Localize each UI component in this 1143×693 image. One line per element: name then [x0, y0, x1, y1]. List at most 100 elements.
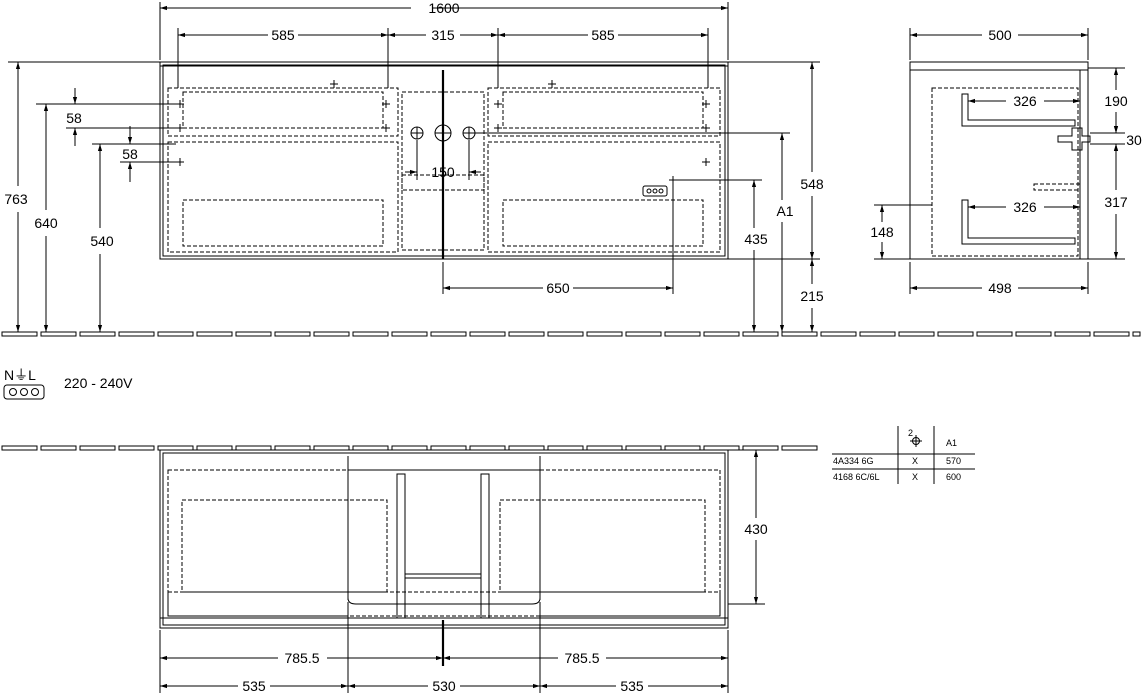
socket-icon: [642, 185, 668, 197]
table-row-1-a1: 570: [946, 456, 961, 466]
floor-segment: [352, 445, 389, 451]
floor-segment: [547, 331, 584, 337]
dim-640: 640: [34, 215, 58, 231]
floor-segment: [79, 445, 116, 451]
dim-530: 530: [432, 678, 456, 693]
floor-segment: [625, 331, 662, 337]
floor-segment: [118, 445, 155, 451]
floor-segment: [1054, 331, 1091, 337]
floor-segment: [898, 331, 935, 337]
floor-segment: [430, 331, 467, 337]
floor-segment: [196, 445, 233, 451]
floor-segment: [391, 331, 428, 337]
table-row-1-code: 4A334 6G: [833, 456, 874, 466]
dim-540: 540: [90, 233, 114, 249]
dim-430: 430: [744, 521, 768, 537]
floor-segment: [313, 331, 350, 337]
floor-segment: [586, 445, 623, 451]
floor-segment: [547, 445, 584, 451]
floor-segment: [1132, 331, 1141, 337]
floor-segment: [976, 331, 1013, 337]
power-symbol-label: N⏚L: [4, 367, 36, 383]
floor-segment: [820, 331, 857, 337]
floor-segment: [118, 331, 155, 337]
dim-548: 548: [800, 176, 824, 192]
floor-segment: [664, 331, 701, 337]
floor-segment: [40, 445, 77, 451]
label-a1: A1: [776, 203, 793, 219]
floor-line-upper: [1, 331, 1141, 337]
floor-segment: [391, 445, 428, 451]
table-row-2-a1: 600: [946, 472, 961, 482]
floor-segment: [430, 445, 467, 451]
floor-segment: [196, 331, 233, 337]
floor-segment: [508, 445, 545, 451]
floor-segment: [157, 445, 194, 451]
dim-190: 190: [1104, 93, 1128, 109]
floor-segment: [40, 331, 77, 337]
floor-segment: [1, 331, 38, 337]
floor-segment: [742, 445, 779, 451]
table-row-2-mark: X: [912, 472, 918, 482]
dim-585-left: 585: [271, 27, 295, 43]
dim-585-right: 585: [591, 27, 615, 43]
dim-650: 650: [546, 280, 570, 296]
floor-segment: [781, 445, 818, 451]
floor-segment: [469, 445, 506, 451]
floor-segment: [703, 331, 740, 337]
dim-30: 30: [1126, 132, 1142, 148]
floor-segment: [1015, 331, 1052, 337]
table-row-2-code: 4168 6C/6L: [833, 472, 880, 482]
siphon-icon: [910, 435, 922, 447]
dim-315: 315: [431, 27, 455, 43]
dim-215: 215: [800, 288, 824, 304]
dim-1600: 1600: [428, 0, 459, 16]
floor-segment: [157, 331, 194, 337]
spec-table: 2 A1 4A334 6G X 570 4168 6C/6L X 600: [832, 426, 975, 484]
floor-segment: [664, 445, 701, 451]
plan-view: 430 785.5 785.5 535 530 535: [159, 449, 768, 693]
dim-498: 498: [988, 280, 1012, 296]
front-view: 1600 585 315 585 150 650 763 640 540 58 …: [4, 0, 824, 332]
plug-icon: [3, 384, 45, 400]
floor-segment: [625, 445, 662, 451]
dim-326-upper: 326: [1013, 93, 1037, 109]
dim-535-right: 535: [620, 678, 644, 693]
floor-segment: [586, 331, 623, 337]
floor-segment: [937, 331, 974, 337]
floor-segment: [1093, 331, 1130, 337]
floor-segment: [313, 445, 350, 451]
dim-150: 150: [431, 164, 455, 180]
floor-segment: [742, 331, 779, 337]
dim-148: 148: [870, 224, 894, 240]
floor-segment: [235, 445, 272, 451]
floor-segment: [1, 445, 38, 451]
floor-segment: [781, 331, 818, 337]
floor-segment: [469, 331, 506, 337]
dim-58-lower: 58: [122, 146, 138, 162]
side-view: 500 498 326 326 190 30 317 148: [870, 27, 1142, 296]
floor-segment: [274, 331, 311, 337]
floor-segment: [79, 331, 116, 337]
floor-line-lower: [1, 445, 818, 451]
floor-segment: [352, 331, 389, 337]
dim-317: 317: [1104, 194, 1128, 210]
dim-500: 500: [988, 27, 1012, 43]
floor-segment: [859, 331, 896, 337]
dim-535-left: 535: [242, 678, 266, 693]
floor-segment: [703, 445, 740, 451]
power-connector: N⏚L 220 - 240V: [3, 367, 133, 400]
floor-segment: [508, 331, 545, 337]
table-row-1-mark: X: [912, 456, 918, 466]
table-header-a1: A1: [946, 438, 957, 448]
dim-785-5-left: 785.5: [284, 650, 319, 666]
table-header-col2: 2: [908, 428, 913, 438]
dim-435: 435: [744, 231, 768, 247]
dim-763: 763: [4, 191, 28, 207]
dim-326-lower: 326: [1013, 199, 1037, 215]
dim-785-5-right: 785.5: [564, 650, 599, 666]
floor-segment: [235, 331, 272, 337]
voltage-label: 220 - 240V: [64, 375, 133, 391]
floor-segment: [274, 445, 311, 451]
